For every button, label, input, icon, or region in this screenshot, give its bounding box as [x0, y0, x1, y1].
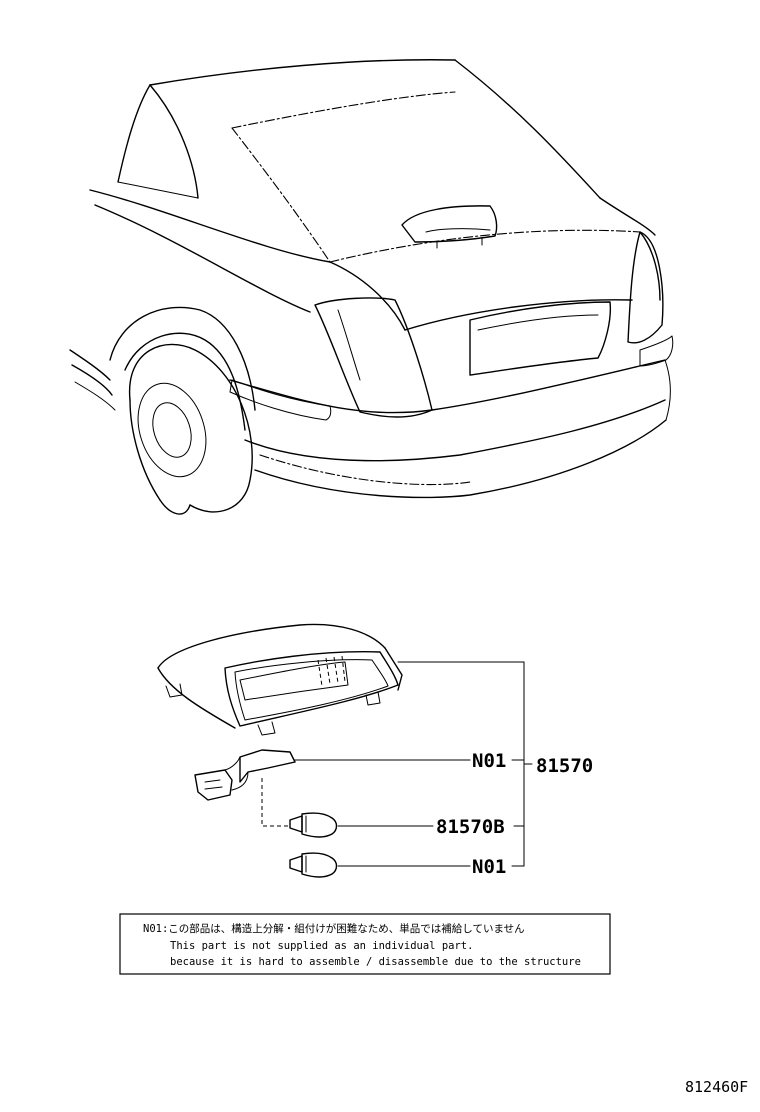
callout-n01-upper: N01 [472, 750, 506, 772]
high-mount-stop-lamp-assembly [157, 623, 403, 736]
car-rear-illustration [69, 59, 674, 515]
leader-lines [294, 661, 533, 867]
note-box: N01:この部品は、構造上分解・組付けが困難なため、単品では補給していません T… [119, 913, 611, 975]
wedge-bulb-lower [289, 852, 338, 878]
note-japanese: N01:この部品は、構造上分解・組付けが困難なため、単品では補給していません [143, 922, 525, 935]
note-english-line1: This part is not supplied as an individu… [170, 940, 473, 952]
note-english-line2: because it is hard to assemble / disasse… [170, 956, 581, 968]
callout-81570: 81570 [536, 755, 593, 777]
callout-81570b: 81570B [436, 816, 505, 838]
figure-code: 812460F [685, 1078, 748, 1096]
callout-n01-lower: N01 [472, 856, 506, 878]
wedge-bulb-upper [289, 812, 338, 838]
socket-and-wire-harness [194, 749, 296, 801]
assembly-guide-line [261, 778, 290, 827]
